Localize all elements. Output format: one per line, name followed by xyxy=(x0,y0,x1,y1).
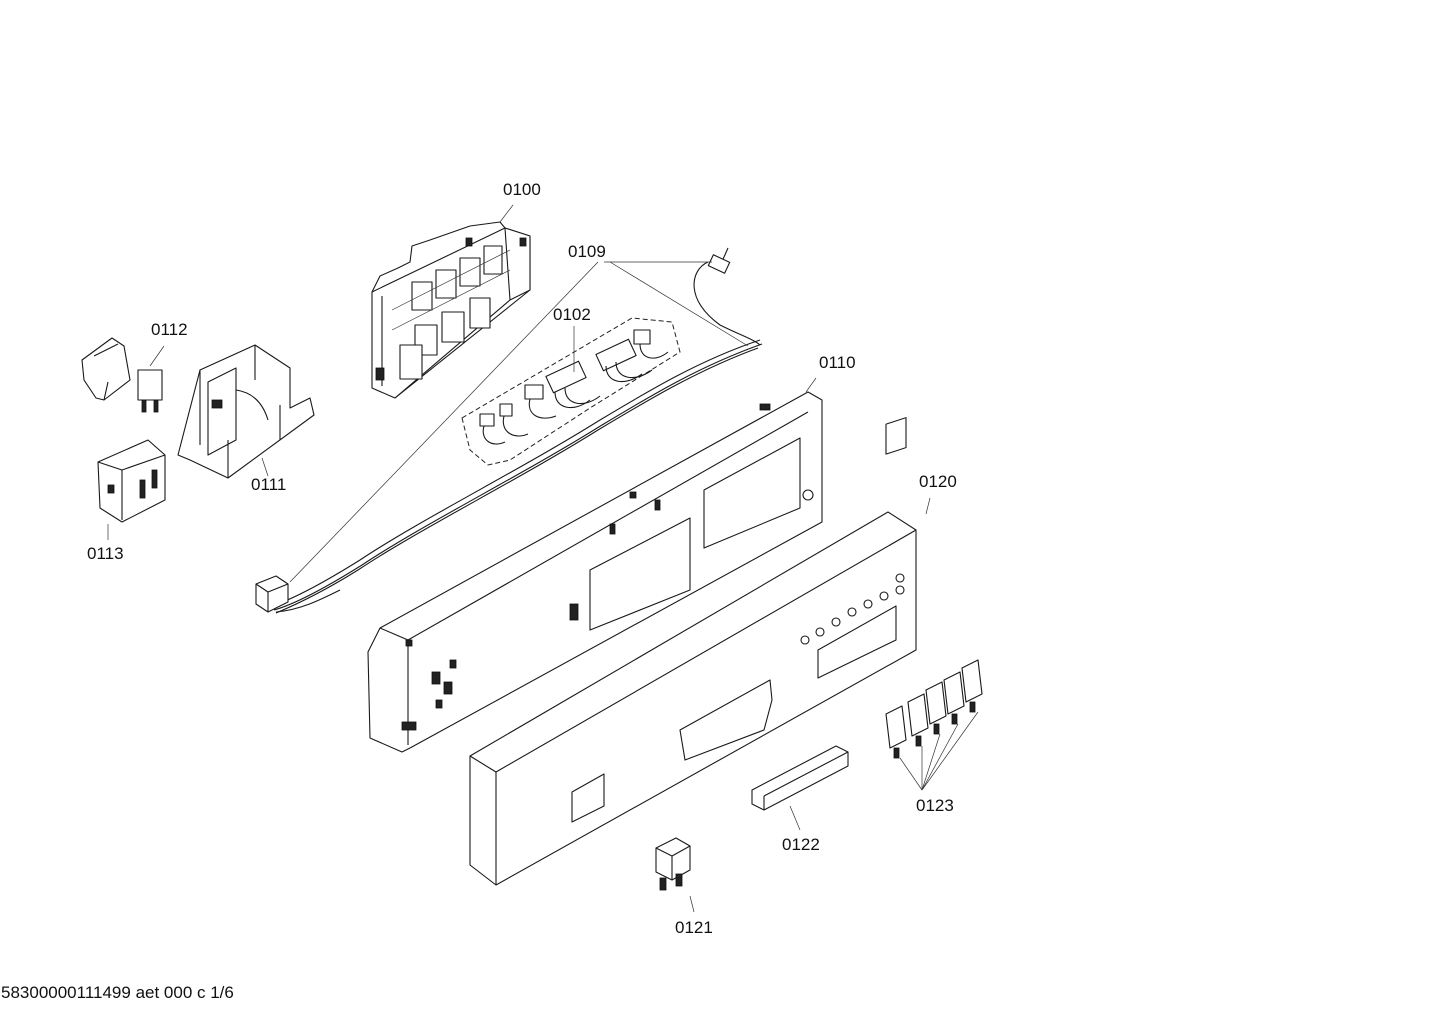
leader-0123 xyxy=(899,711,979,791)
part-0113-switch xyxy=(97,439,166,523)
leader-0121 xyxy=(689,895,695,913)
leader-0100 xyxy=(499,204,514,223)
part-0102-connector-set xyxy=(461,317,681,466)
part-0122-trim-strip xyxy=(751,745,849,811)
label-0112: 0112 xyxy=(151,320,188,339)
label-0102: 0102 xyxy=(553,305,591,324)
part-0112-bracket xyxy=(81,337,163,413)
label-0121: 0121 xyxy=(675,918,713,937)
leader-0120 xyxy=(925,497,931,515)
part-0111-mount-frame xyxy=(177,344,315,479)
part-0121-button xyxy=(655,837,691,891)
leader-0109-a xyxy=(289,261,599,583)
leader-0109-c xyxy=(609,261,749,347)
label-0110: 0110 xyxy=(819,353,856,372)
label-0109: 0109 xyxy=(568,242,606,261)
label-0120: 0120 xyxy=(919,472,957,491)
part-0100-control-module xyxy=(371,221,531,399)
label-0123: 0123 xyxy=(916,796,954,815)
leader-0111 xyxy=(261,457,269,477)
label-0122: 0122 xyxy=(782,835,820,854)
indicator-leds xyxy=(800,573,905,645)
label-0100: 0100 xyxy=(503,180,541,199)
leader-0112 xyxy=(149,345,165,367)
part-0120-front-panel xyxy=(469,511,917,886)
part-0123-button-set xyxy=(885,417,983,759)
part-0109-wiring-harness xyxy=(255,247,763,614)
label-0113: 0113 xyxy=(87,544,124,563)
leader-0110 xyxy=(805,377,817,393)
leader-0122 xyxy=(789,805,801,831)
document-id-footer: 58300000111499 aet 000 c 1/6 xyxy=(1,983,234,1002)
label-0111: 0111 xyxy=(251,475,287,494)
part-0110-mounting-panel xyxy=(367,391,823,753)
